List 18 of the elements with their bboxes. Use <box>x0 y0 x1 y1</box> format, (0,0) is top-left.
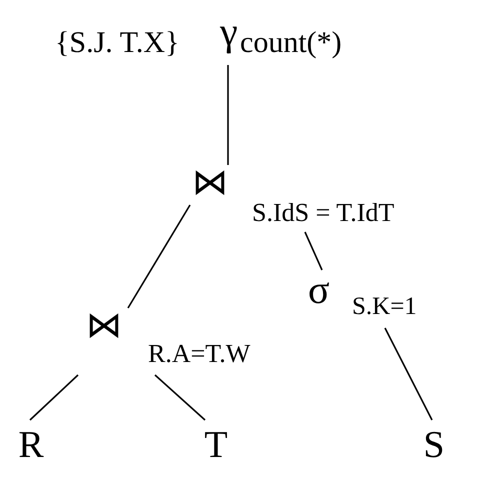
relation-name: T <box>196 420 236 470</box>
aggregate-function: count(*) <box>240 28 342 58</box>
tree-edge <box>384 328 433 420</box>
tree-edge <box>154 374 206 421</box>
operator-symbol: σ <box>308 270 330 310</box>
relation-name: S <box>414 420 454 470</box>
operator-symbol: ⋈ <box>86 308 122 344</box>
operator-symbol: ⋈ <box>192 165 228 201</box>
tree-edge <box>304 232 323 270</box>
tree-edge <box>29 374 79 421</box>
operator-symbol: γ <box>220 12 238 52</box>
tree-edge <box>127 204 191 308</box>
condition-label: R.A=T.W <box>148 341 250 367</box>
condition-label: S.K=1 <box>352 294 417 319</box>
grouping-attributes: {S.J. T.X} <box>55 28 180 58</box>
relation-name: R <box>12 420 50 470</box>
condition-label: S.IdS = T.IdT <box>252 200 394 226</box>
tree-edge <box>227 65 229 165</box>
